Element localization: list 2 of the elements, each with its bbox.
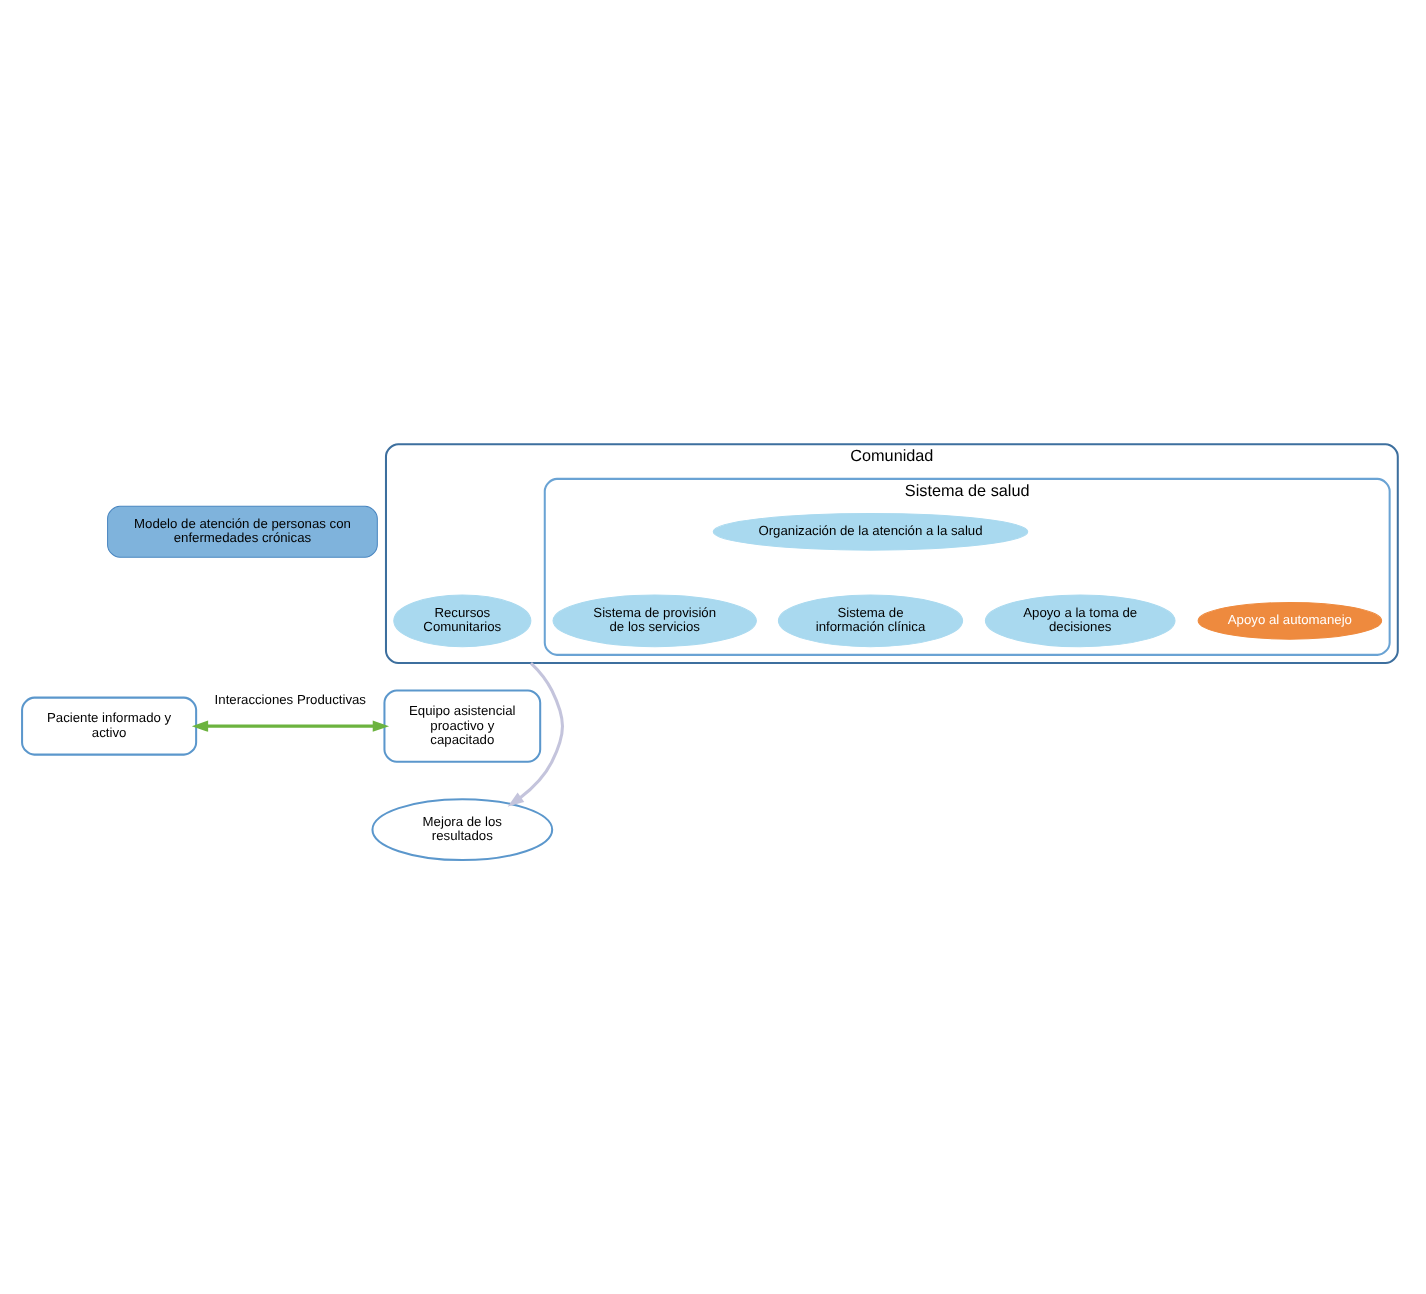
arrow bbox=[190, 719, 389, 731]
arrow bbox=[506, 660, 563, 806]
